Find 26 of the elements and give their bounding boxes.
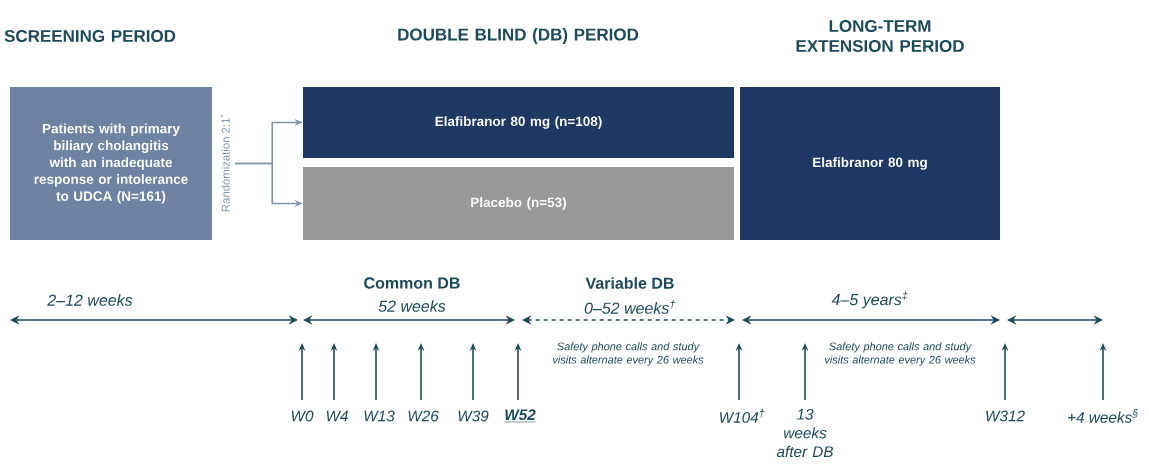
treatment-box: Elafibranor 80 mg (n=108) <box>303 87 734 158</box>
treatment-box: Elafibranor 80 mg <box>740 87 1000 240</box>
week-label: W26 <box>408 410 439 422</box>
week-label: W0 <box>291 410 314 422</box>
week-label: W39 <box>458 410 489 422</box>
week-label: W104$^{†}$ <box>720 409 765 423</box>
duration-label: 4–5 years$^{‡}$ <box>831 291 908 309</box>
week-label: W4 <box>326 410 348 422</box>
placebo-box: Placebo (n=53) <box>303 167 734 240</box>
visit-note: Safety phone calls and study visits alternate every 26 weeks <box>552 342 704 366</box>
phase-label: Common DB <box>364 277 460 289</box>
duration-label: 2–12 weeks <box>47 294 133 306</box>
week-label: W312 <box>986 410 1025 422</box>
week-label: +4 weeks$^{§}$ <box>1068 409 1138 423</box>
heading: DOUBLE BLIND (DB) PERIOD <box>398 28 639 44</box>
week-label: 13 weeks after DB <box>776 408 833 458</box>
heading: SCREENING PERIOD <box>4 29 176 42</box>
randomization-label: Randomization 2:1$^{*}$ <box>220 114 230 212</box>
phase-label: Variable DB <box>585 277 674 289</box>
week-label: W13 <box>364 410 395 422</box>
duration-label: 0–52 weeks$^{†}$ <box>584 300 676 314</box>
patient-box: Patients with primary biliary cholangitis with an inadequate response or intolerance to UDCA (N=161) <box>10 87 212 240</box>
visit-note: Safety phone calls and study visits alternate every 26 weeks <box>824 342 976 366</box>
week-label: W52 <box>504 409 537 423</box>
heading: LONG-TERM EXTENSION PERIOD <box>796 19 964 52</box>
duration-label: 52 weeks <box>378 300 446 312</box>
